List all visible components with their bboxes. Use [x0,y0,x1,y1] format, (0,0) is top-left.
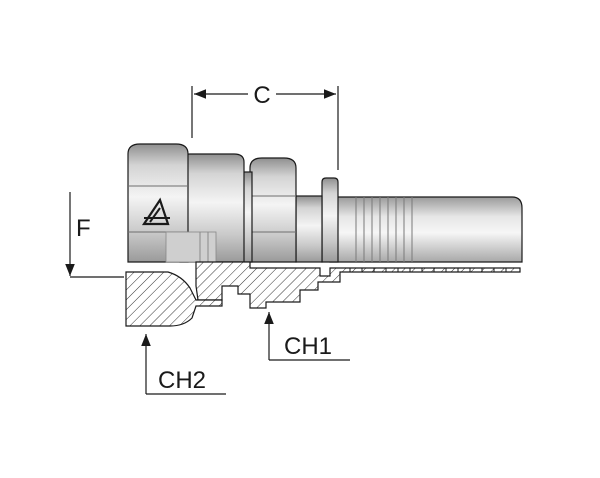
leader-ch2: CH2 [141,334,226,395]
hex-ch1 [249,157,297,263]
fitting-section [125,261,521,327]
tail-barbs [355,197,413,262]
triangle-brand-logo [141,197,170,226]
dimension-c: C [191,82,339,170]
nut-section-hatch [125,271,223,327]
collar-ring [321,177,339,263]
dimension-label-ch2: CH2 [158,367,206,394]
hose-tail [329,196,523,263]
neck [295,195,323,263]
fitting-exterior [127,143,523,263]
dimension-f: F [65,192,124,278]
dimension-label-f: F [76,215,91,242]
dimension-label-ch1: CH1 [284,333,332,360]
dimension-label-c: C [253,82,270,109]
body-section-hatch [195,261,521,309]
leader-ch1: CH1 [264,312,350,361]
